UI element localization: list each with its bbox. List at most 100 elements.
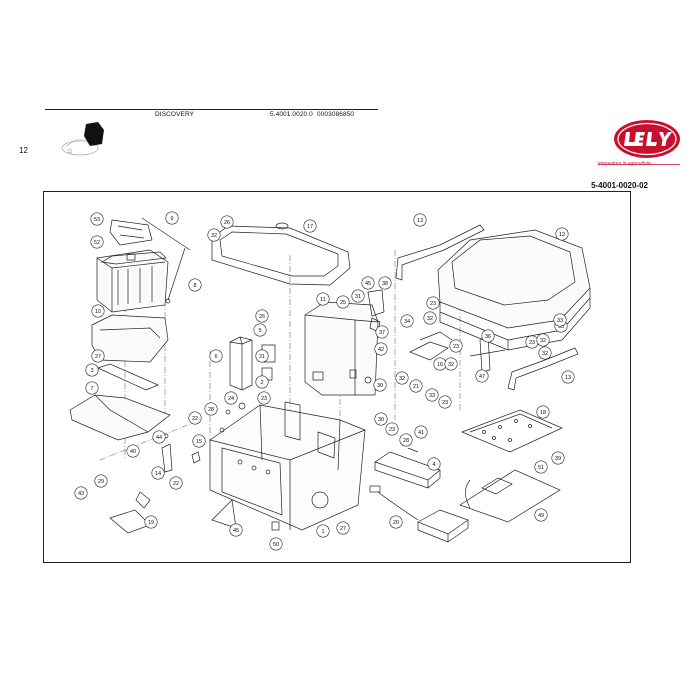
callout-circle (538, 346, 552, 360)
callout-label: 27 (340, 526, 346, 532)
callout-label: 45 (233, 528, 239, 534)
callout-circle (555, 227, 569, 241)
callout-label: 12 (559, 232, 565, 238)
callout-label: 21 (259, 354, 265, 360)
callout-label: 21 (413, 384, 419, 390)
callout-label: 13 (565, 375, 571, 381)
callout-label: 32 (399, 376, 405, 382)
callout-label: 10 (95, 309, 101, 315)
callout-circle (74, 486, 88, 500)
callout-circle (255, 375, 269, 389)
callout-circle (414, 425, 428, 439)
callout-label: 23 (442, 400, 448, 406)
callout-label: 39 (555, 456, 561, 462)
callout-circle (361, 276, 375, 290)
callout-circle (438, 395, 452, 409)
callout-circle (395, 371, 409, 385)
callout-circle (534, 460, 548, 474)
callout-label: 25 (340, 300, 346, 306)
callout-label: 49 (538, 513, 544, 519)
callout-label: 32 (448, 362, 454, 368)
callout-circle (373, 378, 387, 392)
callout-circle (255, 349, 269, 363)
callout-label: 37 (379, 330, 385, 336)
callout-label: 53 (94, 217, 100, 223)
callout-circle (378, 276, 392, 290)
callout-circle (336, 295, 350, 309)
header-rule (45, 109, 378, 110)
callout-circle (374, 342, 388, 356)
callout-circle (400, 314, 414, 328)
callout-circle (481, 329, 495, 343)
callout-label: 30 (378, 417, 384, 423)
callout-label: 7 (90, 386, 93, 392)
callout-circle (351, 289, 365, 303)
callout-label: 23 (261, 396, 267, 402)
callout-label: 29 (98, 479, 104, 485)
callout-circle (534, 508, 548, 522)
callout-label: 23 (430, 301, 436, 307)
callout-label: 33 (429, 393, 435, 399)
callout-circle (536, 405, 550, 419)
callout-circle (165, 211, 179, 225)
lely-logo (614, 120, 680, 158)
callout-circle (427, 457, 441, 471)
callout-circle (151, 466, 165, 480)
callout-label: 11 (320, 297, 326, 303)
callout-circle (169, 476, 183, 490)
callout-label: 14 (155, 471, 161, 477)
callout-label: 13 (417, 218, 423, 224)
callout-label: 4 (432, 462, 435, 468)
callout-circle (188, 278, 202, 292)
document-reference: 5-4001-0020-02 (591, 181, 648, 190)
callout-label: 17 (307, 224, 313, 230)
callout-label: 44 (156, 435, 162, 441)
callout-label: 16 (437, 362, 443, 368)
callout-label: 32 (211, 233, 217, 239)
callout-label: 26 (224, 220, 230, 226)
callout-label: 41 (418, 430, 424, 436)
callout-circle (449, 339, 463, 353)
callout-circle (253, 323, 267, 337)
callout-label: 43 (78, 491, 84, 497)
callout-label: 52 (94, 240, 100, 246)
callout-label: 40 (130, 449, 136, 455)
callout-label: 19 (148, 520, 154, 526)
callout-circle (423, 311, 437, 325)
part-number: 5.4001.0020.0 (270, 111, 313, 118)
callout-label: 6 (214, 354, 217, 360)
callout-circle (551, 451, 565, 465)
callout-label: 23 (389, 427, 395, 433)
callout-circle (269, 537, 283, 551)
callout-label: 31 (355, 294, 361, 300)
callout-label: 2 (260, 380, 263, 386)
callout-circle (90, 212, 104, 226)
callout-label: 28 (403, 438, 409, 444)
callout-circle (444, 357, 458, 371)
callout-label: 51 (538, 465, 544, 471)
callout-label: 36 (485, 334, 491, 340)
callout-circle (255, 309, 269, 323)
callout-circle (90, 235, 104, 249)
callout-circle (192, 434, 206, 448)
callout-label: 20 (393, 520, 399, 526)
callout-label: 28 (208, 407, 214, 413)
callout-label: 23 (453, 344, 459, 350)
callout-circle (229, 523, 243, 537)
callout-circle (220, 215, 234, 229)
callout-label: 30 (377, 383, 383, 389)
callout-label: 15 (196, 439, 202, 445)
callout-label: 9 (170, 216, 173, 222)
callout-label: 42 (378, 347, 384, 353)
robot-thumbnail-icon (61, 122, 104, 156)
callout-circle (413, 213, 427, 227)
callout-circle (561, 370, 575, 384)
callout-label: 32 (427, 316, 433, 322)
callout-circle (85, 381, 99, 395)
callout-circle (336, 521, 350, 535)
callout-circle (375, 325, 389, 339)
callout-label: 27 (95, 354, 101, 360)
callout-circle (374, 412, 388, 426)
callout-circle (257, 391, 271, 405)
callout-circle (553, 313, 567, 327)
